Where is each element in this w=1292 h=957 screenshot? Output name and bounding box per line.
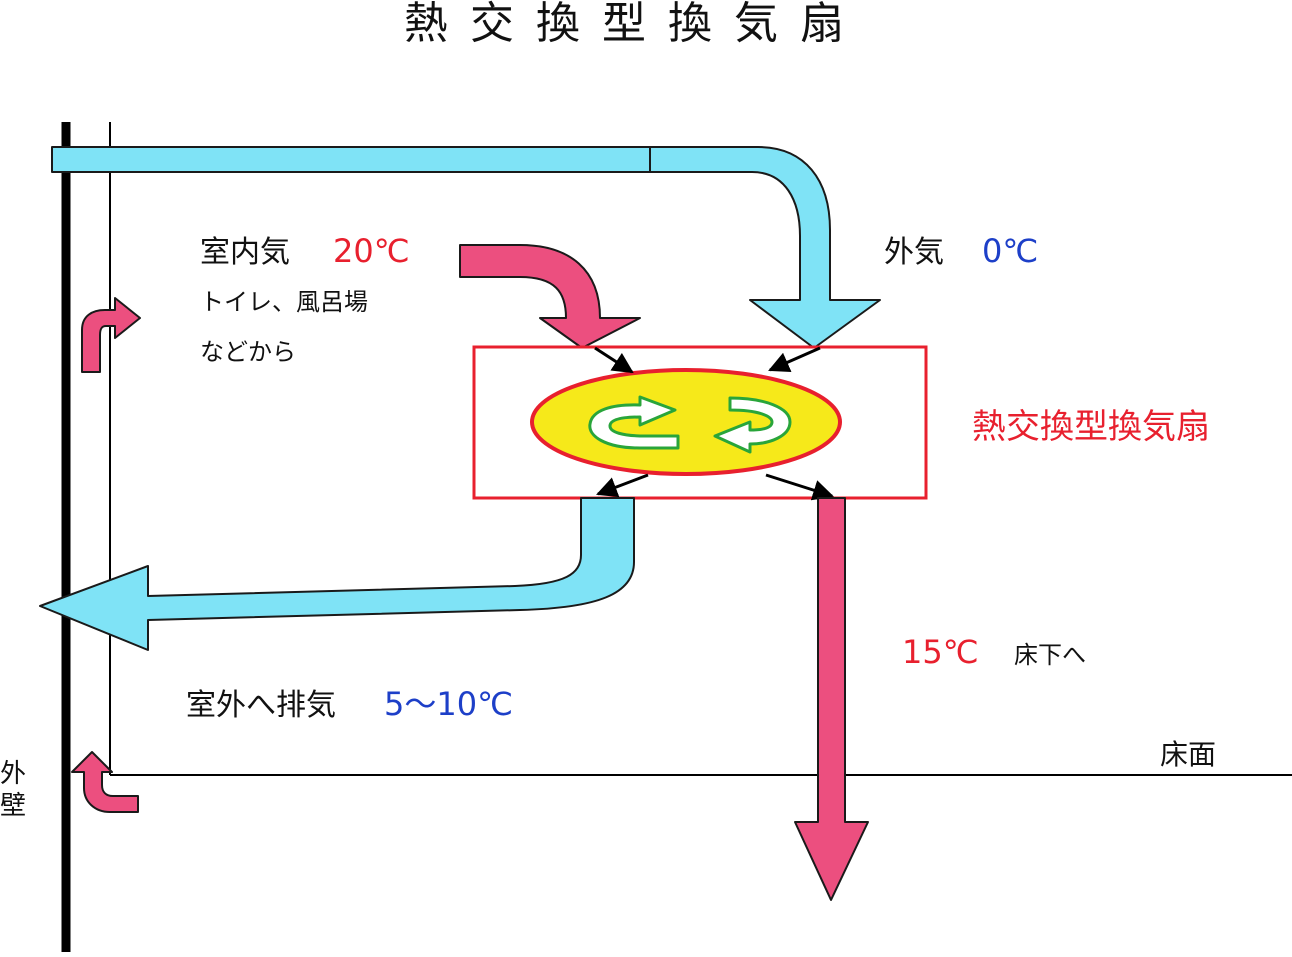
outer-wall-label-top: 外 bbox=[0, 759, 26, 789]
rotation-arrows-icon bbox=[588, 395, 792, 454]
exhaust-label: 室外へ排気 bbox=[186, 688, 336, 723]
fan-unit-label: 熱交換型換気扇 bbox=[972, 407, 1210, 447]
outside-air-label: 外気 bbox=[884, 235, 944, 270]
wall-lower-curved-arrow bbox=[71, 751, 139, 813]
outer-wall-label-bottom: 壁 bbox=[0, 791, 26, 821]
underfloor-supply-duct bbox=[794, 497, 869, 901]
supply-pointer bbox=[765, 473, 835, 501]
outside-air-pointer bbox=[768, 346, 821, 372]
exhaust-duct bbox=[39, 497, 635, 651]
exhaust-pointer bbox=[596, 473, 649, 498]
page-title: 熱交換型換気扇 bbox=[404, 0, 866, 49]
wall-upper-curved-arrow bbox=[81, 297, 141, 373]
floor-label: 床面 bbox=[1160, 738, 1216, 771]
supply-temp: 15℃ bbox=[902, 633, 979, 671]
room-air-pointer bbox=[594, 346, 634, 374]
room-air-label: 室内気 bbox=[200, 235, 290, 270]
room-air-inlet-arrow bbox=[459, 244, 641, 349]
supply-destination: 床下へ bbox=[1014, 641, 1086, 669]
room-air-source-line1: トイレ、風呂場 bbox=[200, 288, 368, 316]
exhaust-temp: 5～10℃ bbox=[384, 685, 513, 723]
outside-air-temp: 0℃ bbox=[982, 232, 1038, 270]
room-air-source-line2: などから bbox=[200, 338, 296, 366]
exchanger-core bbox=[530, 368, 842, 476]
room-air-temp: 20℃ bbox=[333, 232, 410, 270]
